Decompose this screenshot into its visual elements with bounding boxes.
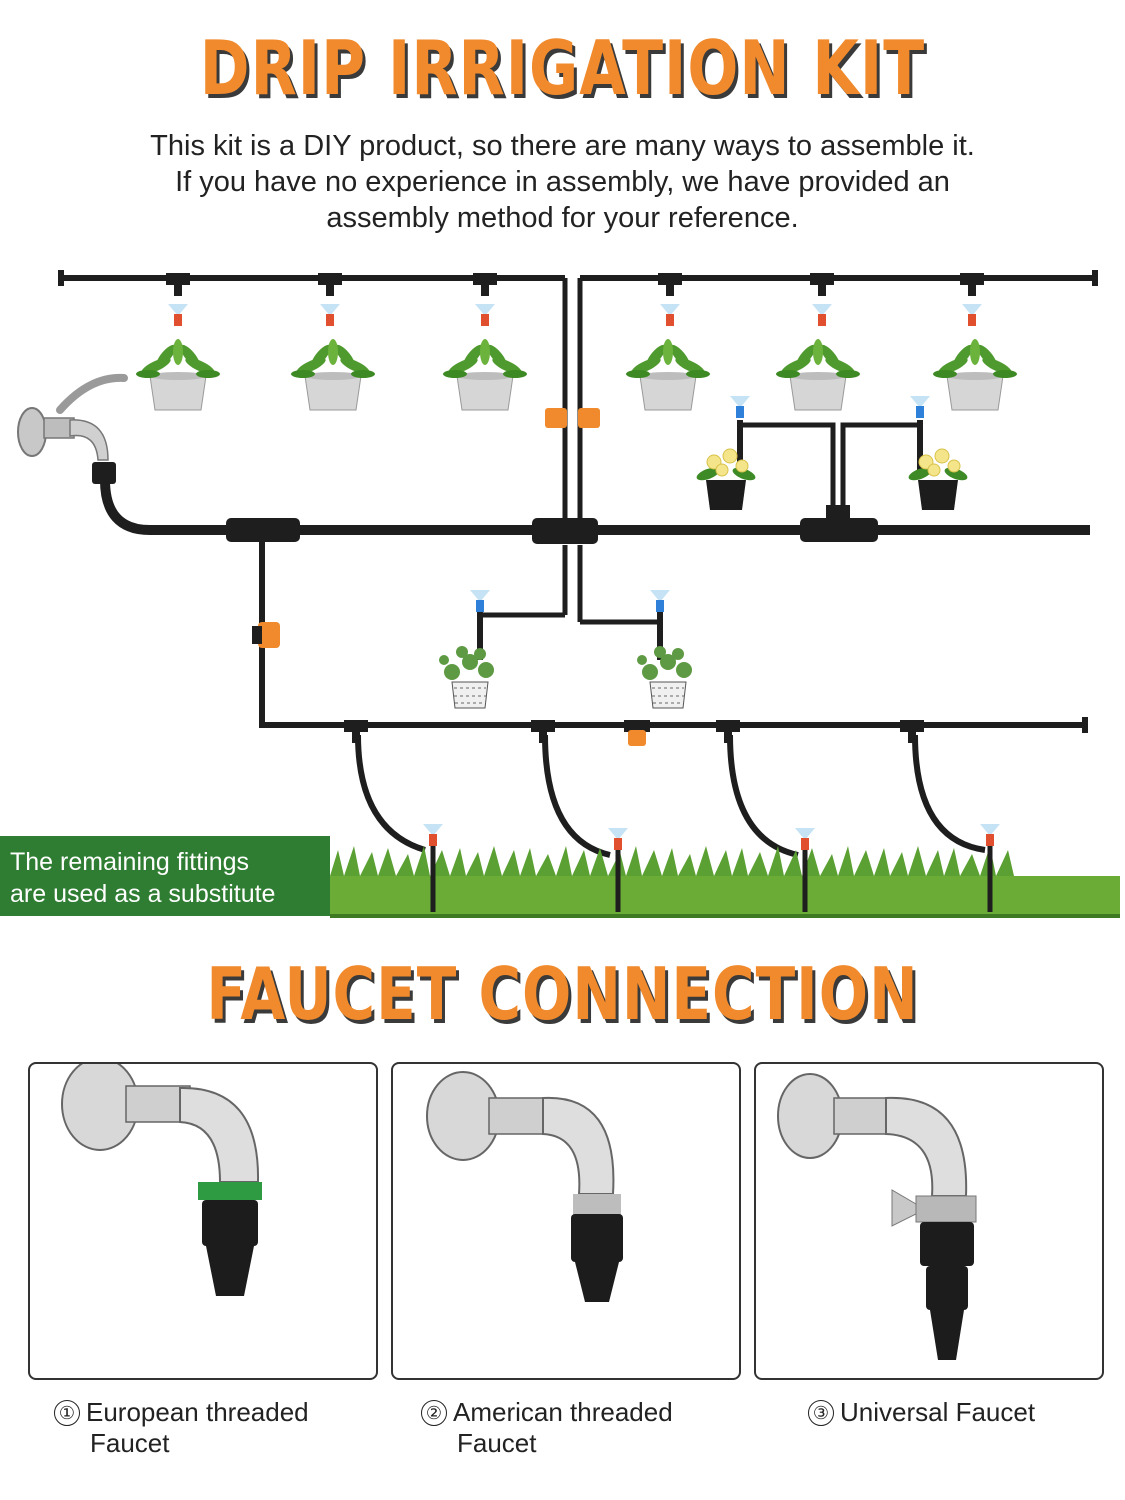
- caption-line1: Universal Faucet: [840, 1397, 1036, 1427]
- european-faucet-image: [61, 1057, 262, 1296]
- caption-line1: American threaded: [453, 1397, 673, 1427]
- caption-number: ②: [421, 1400, 447, 1426]
- caption-line1: European threaded: [86, 1397, 309, 1427]
- caption-line2: Faucet: [457, 1428, 537, 1458]
- note-line: are used as a substitute: [10, 880, 276, 908]
- caption-line2: Faucet: [90, 1428, 170, 1458]
- caption-number: ①: [54, 1400, 80, 1426]
- substitute-note: The remaining fittings are used as a sub…: [0, 836, 330, 916]
- faucet-card-universal: [754, 1062, 1104, 1380]
- intro-line: If you have no experience in assembly, w…: [175, 166, 950, 198]
- faucet-card-american: [391, 1062, 741, 1380]
- intro-line: This kit is a DIY product, so there are …: [150, 130, 975, 162]
- faucet-card-european: [28, 1057, 378, 1380]
- caption-number: ③: [808, 1400, 834, 1426]
- faucet-connection-title: FAUCET CONNECTION: [206, 951, 919, 1037]
- page-title: DRIP IRRIGATION KIT: [199, 25, 926, 113]
- intro-text: This kit is a DIY product, so there are …: [0, 128, 1125, 236]
- american-faucet-image: [426, 1071, 623, 1302]
- irrigation-diagram: [17, 270, 1120, 918]
- intro-line: assembly method for your reference.: [326, 202, 799, 234]
- note-line: The remaining fittings: [10, 848, 250, 876]
- universal-faucet-image: [777, 1073, 977, 1360]
